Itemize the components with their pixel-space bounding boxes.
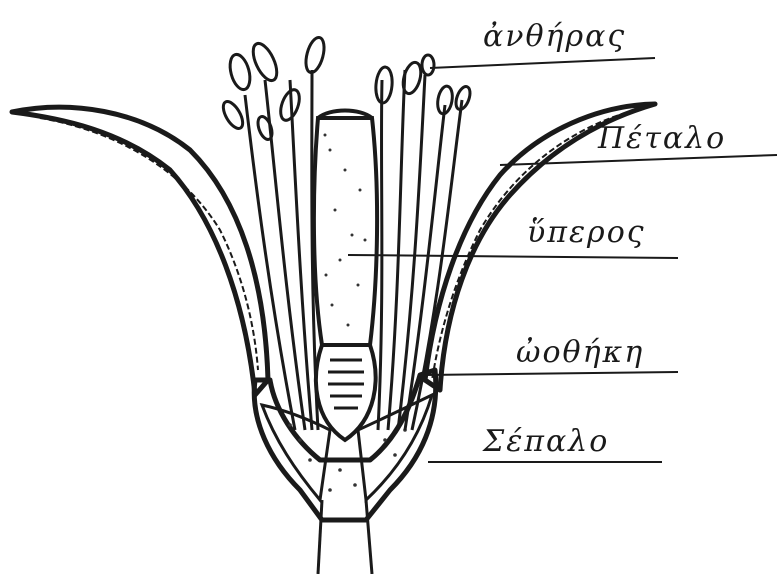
label-sepal: Σέπαλο: [483, 427, 609, 457]
leader-line-petal: [500, 155, 777, 165]
anther-6: [374, 66, 393, 103]
anther-8: [422, 55, 434, 75]
anther-10: [453, 85, 472, 112]
pistil-stipple: [324, 134, 367, 327]
anther-11: [255, 115, 274, 142]
label-petal: Πέταλο: [598, 124, 726, 154]
label-pistil: ὕπερος: [527, 218, 646, 248]
left-petal: [12, 107, 268, 395]
anther-7: [400, 60, 424, 95]
stamen-filaments: [245, 70, 462, 430]
leader-line-anther: [430, 58, 655, 68]
anther-4: [219, 99, 246, 132]
anther-3: [303, 36, 328, 75]
label-ovary: ὠοθήκη: [516, 338, 644, 368]
stem: [318, 500, 372, 574]
anther-2: [248, 40, 281, 84]
pistil-style: [314, 118, 377, 345]
anthers: [219, 36, 472, 142]
ovules: [328, 360, 364, 408]
anther-1: [227, 52, 254, 91]
label-anther: ἀνθήρας: [483, 22, 626, 52]
leader-line-ovary: [425, 372, 678, 375]
